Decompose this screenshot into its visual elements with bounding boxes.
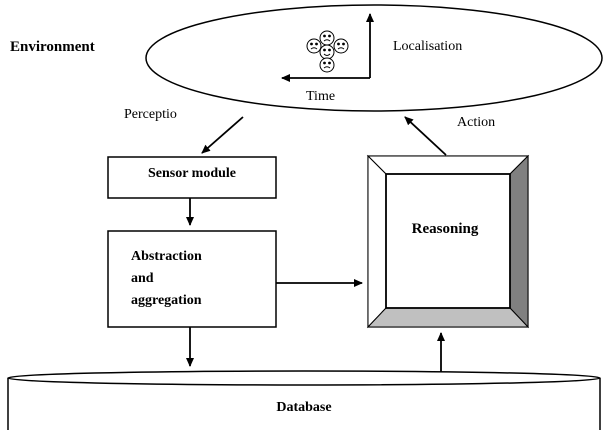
time-label: Time [306,89,336,104]
abstraction-label: Abstraction and aggregation [131,249,202,308]
reasoning-label: Reasoning [411,221,479,237]
perception-label: Perceptio [124,107,177,122]
agents-icon [306,30,349,73]
sensor-module-box [107,156,277,199]
database-label: Database [276,400,332,415]
action-label: Action [457,115,496,130]
reasoning-box [366,154,530,329]
action-arrow [404,116,447,156]
environment-ellipse [145,4,603,112]
localisation-label: Localisation [393,39,463,54]
perception-arrow [201,116,244,154]
database-cylinder [7,370,601,430]
sensor-module-label: Sensor module [147,166,237,181]
environment-label: Environment [10,39,95,55]
abstraction-box [107,230,277,328]
